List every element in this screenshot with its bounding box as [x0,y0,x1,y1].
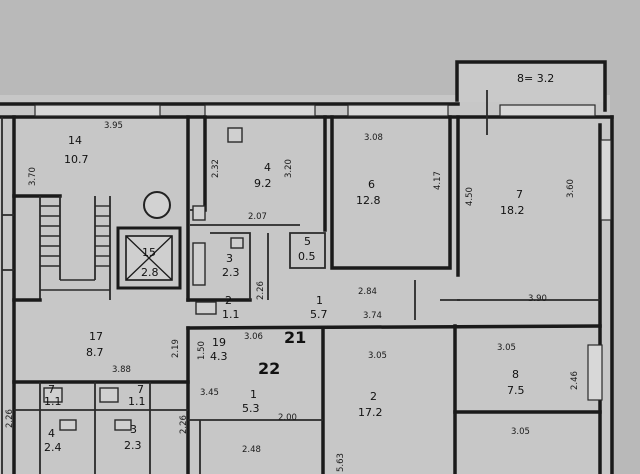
toilet-icon [230,237,244,249]
room-area: 1.1 [44,395,62,408]
dimension: 1.50 [197,341,207,360]
room-area: 17.2 [358,406,383,419]
dimension: 3.06 [244,332,263,342]
room-number: 17 [89,330,103,343]
flat-number: 21 [284,328,306,347]
window [204,104,316,117]
room-area: 9.2 [254,177,272,190]
balcony-label: 8= 3.2 [517,72,554,85]
room-number: 1 [316,294,323,307]
balcony-wall [455,60,607,112]
window [587,344,603,401]
room-number: 2 [225,294,232,307]
dimension: 4.50 [465,187,475,206]
window [347,104,449,117]
room-area: 2.3 [124,439,142,452]
dimension: 2.84 [358,287,377,297]
room-number: 8 [512,368,519,381]
dimension: 3.45 [200,388,219,398]
stair-treads [40,205,110,291]
room-number: 7 [516,188,523,201]
wall [414,280,460,320]
room-area: 10.7 [64,153,89,166]
room-number: 7 [137,383,144,396]
room-area: 12.8 [356,194,381,207]
wall [289,232,326,269]
dimension: 3.05 [497,343,516,353]
dimension: 2.07 [248,212,267,222]
dimension: 2.26 [5,409,15,428]
room-area: 7.5 [507,384,525,397]
flat-number: 22 [258,359,280,378]
room-area: 1.1 [128,395,146,408]
dimension: 2.19 [171,339,181,358]
room-number: 1 [250,388,257,401]
room-number: 6 [368,178,375,191]
room-number: 14 [68,134,82,147]
stove-icon [227,127,243,143]
dimension: 4.17 [433,171,443,190]
toilet-icon [99,387,119,403]
room-area: 5.3 [242,402,260,415]
room-6-walls [330,115,452,270]
room-number: 5 [304,235,311,248]
window [600,139,612,221]
room-number: 2 [370,390,377,403]
building-footprint [0,95,610,474]
column-circle [143,191,171,219]
window [34,104,161,117]
toilet-icon [43,387,63,403]
sink-icon [114,419,132,431]
room-area: 2.3 [222,266,240,279]
balcony [457,62,605,102]
dimension: 2.26 [179,415,189,434]
room-area: 2.4 [44,441,62,454]
room-area: 5.7 [310,308,328,321]
room-number: 15 [142,246,156,259]
sink-icon [192,205,206,221]
window [2,214,14,271]
dimension: 2.26 [256,281,266,300]
room-number: 3 [226,252,233,265]
dimension: 3.70 [28,167,38,186]
elevator-shaft [116,226,182,290]
sink-icon [59,419,77,431]
toilet-icon [195,301,217,315]
window [499,104,596,117]
dimension: 2.48 [242,445,261,455]
dimension: 3.88 [112,365,131,375]
wall [188,419,323,474]
room-area: 1.1 [222,308,240,321]
dimension: 3.20 [284,159,294,178]
dimension: 3.05 [511,427,530,437]
dimension: 3.08 [364,133,383,143]
room-area: 18.2 [500,204,525,217]
room-number: 4 [48,427,55,440]
dimension: 3.95 [104,121,123,131]
bathtub-icon [192,242,206,286]
wall [210,232,251,300]
room-area: 4.3 [210,350,228,363]
room-area: 8.7 [86,346,104,359]
wall [39,382,151,474]
dimension: 5.63 [336,453,346,472]
room-area: 0.5 [298,250,316,263]
dimension: 3.05 [368,351,387,361]
wall-mid [186,324,602,330]
dimension: 2.00 [278,413,297,423]
dimension: 2.46 [570,371,580,390]
room-area: 2.8 [141,266,159,279]
room-number: 3 [130,423,137,436]
dimension: 2.32 [211,159,221,178]
room-number: 7 [48,383,55,396]
room-number: 19 [212,336,226,349]
room-number: 4 [264,161,271,174]
dimension: 3.90 [528,294,547,304]
dimension: 3.60 [566,179,576,198]
dimension: 3.74 [363,311,382,321]
